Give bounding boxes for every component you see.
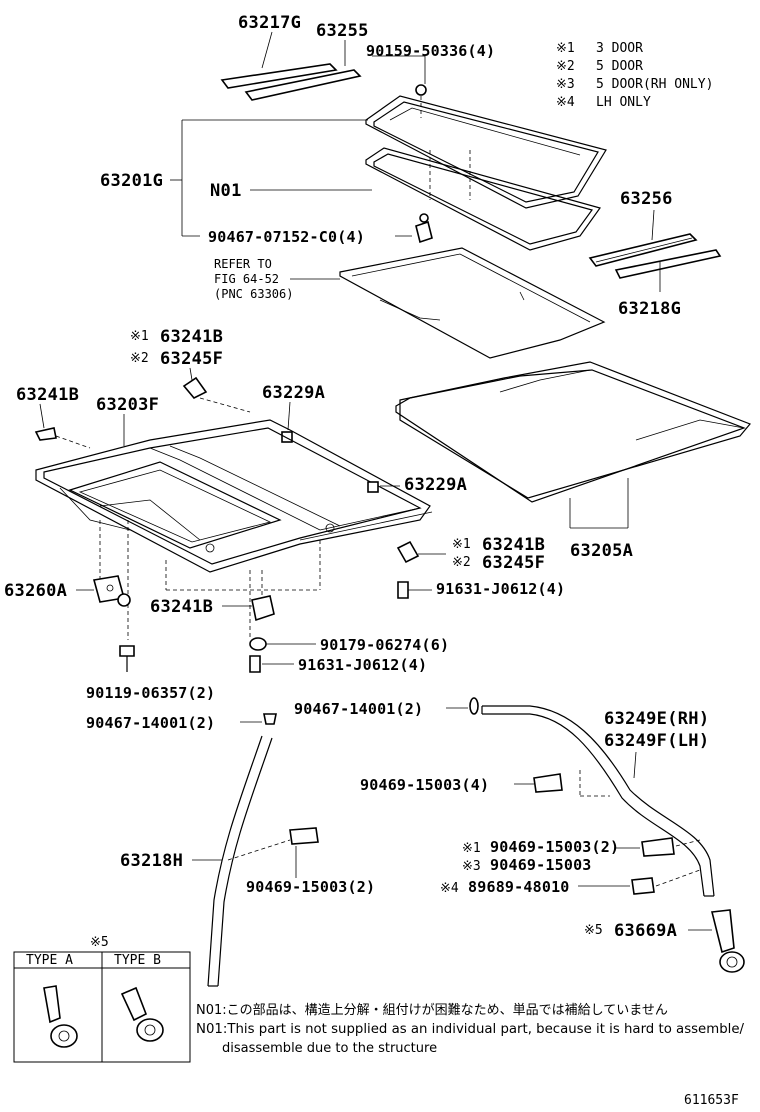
label-91631-b: 91631-J0612(4) [298, 656, 427, 674]
weatherstrip-parts: 63217G 63255 [220, 13, 369, 101]
legend: ※1 3 DOOR ※2 5 DOOR ※3 5 DOOR(RH ONLY) ※… [556, 41, 713, 110]
bracket-63201G [170, 119, 372, 237]
bracket-63241B-left [34, 427, 57, 441]
mark-2-b: ※2 [452, 555, 471, 570]
note-n01-english: N01:This part is not supplied as an indi… [196, 1022, 745, 1037]
label-63201G: 63201G [100, 171, 163, 191]
label-63249F: 63249F(LH) [604, 731, 709, 751]
label-90467-07152: 90467-07152-C0(4) [208, 228, 365, 246]
screw-90159: 90159-50336(4) [366, 42, 495, 118]
pad-63229A-right [367, 481, 379, 493]
strip-63218G [614, 249, 722, 279]
mark-1-b: ※1 [452, 537, 471, 552]
label-63241B-b: 63241B [482, 535, 545, 555]
label-90159: 90159-50336(4) [366, 42, 495, 60]
housing-63203F [35, 419, 433, 573]
legend-text-1: 3 DOOR [596, 41, 643, 56]
label-63249E: 63249E(RH) [604, 709, 709, 729]
hose-63249 [481, 705, 715, 897]
legend-mark-1: ※1 [556, 41, 575, 56]
mark-1-a: ※1 [130, 329, 149, 344]
rear-frame-63205A [395, 361, 751, 529]
label-91631-a: 91631-J0612(4) [436, 580, 565, 598]
label-63229A-right: 63229A [404, 475, 467, 495]
label-90469-b-left: 90469-15003(2) [246, 878, 375, 896]
label-63241B-bottom: 63241B [150, 597, 213, 617]
label-63669A: 63669A [614, 921, 677, 941]
label-63203F: 63203F [96, 395, 159, 415]
clip-89689 [631, 877, 655, 895]
clip-90467-07152 [395, 213, 433, 244]
label-63245F-a: 63245F [160, 349, 223, 369]
note-n01-japanese: N01:この部品は、構造上分解・組付けが困難なため、単品では補給していません [196, 1002, 668, 1018]
label-90469-a: 90469-15003(4) [360, 776, 489, 794]
label-type-a: TYPE A [26, 953, 73, 968]
refer-line-3: (PNC 63306) [214, 287, 293, 301]
label-63218G: 63218G [618, 299, 681, 319]
nut-90179 [249, 637, 267, 651]
legend-text-4: LH ONLY [596, 95, 651, 110]
label-63205A: 63205A [570, 541, 633, 561]
label-63217G: 63217G [238, 13, 301, 33]
bracket-63241B-b [396, 540, 420, 564]
bracket-63241B-bottom [251, 595, 275, 622]
type-b-valve [120, 986, 164, 1042]
strip-63255 [244, 69, 362, 101]
mark-3-c: ※3 [462, 859, 481, 874]
label-N01: N01 [210, 181, 242, 201]
label-90469-c: 90469-15003 [490, 856, 592, 874]
legend-mark-2: ※2 [556, 59, 575, 74]
label-89689: 89689-48010 [468, 878, 570, 896]
label-63229A-top: 63229A [262, 383, 325, 403]
clip-90469-a [533, 773, 563, 793]
mark-5-c: ※5 [584, 923, 603, 938]
label-type-b: TYPE B [114, 953, 161, 968]
label-90119: 90119-06357(2) [86, 684, 215, 702]
label-63245F-b: 63245F [482, 553, 545, 573]
refer-line-1: REFER TO [214, 257, 272, 271]
figure-number: 611653F [684, 1093, 739, 1108]
mark-5-box: ※5 [90, 935, 109, 950]
motor-63260A [92, 575, 131, 607]
pad-63229A-top [281, 431, 293, 443]
refer-line-2: FIG 64-52 [214, 272, 279, 286]
label-63218H: 63218H [120, 851, 183, 871]
sunshade-panel [339, 247, 606, 359]
label-90467-14001-right: 90467-14001(2) [294, 700, 423, 718]
bolt-90119 [119, 645, 135, 672]
clip-90469-left [289, 827, 319, 845]
bolt-91631-b [249, 655, 261, 673]
label-63260A: 63260A [4, 581, 67, 601]
bracket-63241B-a [182, 376, 208, 399]
label-63255: 63255 [316, 21, 369, 41]
clamp-90467-left [263, 713, 277, 725]
glass-assembly [365, 95, 607, 251]
type-a-valve [43, 985, 78, 1048]
clip-90469-right [641, 837, 675, 857]
legend-text-2: 5 DOOR [596, 59, 643, 74]
label-90467-14001-left: 90467-14001(2) [86, 714, 215, 732]
label-63241B-left: 63241B [16, 385, 79, 405]
strip-63217G [220, 63, 338, 89]
projection-lines [99, 520, 321, 640]
mark-2-a: ※2 [130, 351, 149, 366]
hose-63218H [207, 735, 273, 987]
legend-mark-4: ※4 [556, 95, 575, 110]
legend-text-3: 5 DOOR(RH ONLY) [596, 77, 713, 92]
label-90469-b-right: 90469-15003(2) [490, 838, 619, 856]
label-63241B-a: 63241B [160, 327, 223, 347]
bolt-91631-a [397, 581, 409, 599]
legend-mark-3: ※3 [556, 77, 575, 92]
mark-4-c: ※4 [440, 881, 459, 896]
label-90179: 90179-06274(6) [320, 636, 449, 654]
mark-1-c: ※1 [462, 841, 481, 856]
valve-63669A [711, 909, 745, 973]
note-n01-english-cont: disassemble due to the structure [222, 1041, 437, 1056]
label-63256: 63256 [620, 189, 673, 209]
clamp-90467-right [469, 697, 479, 715]
type-box [13, 951, 191, 1063]
